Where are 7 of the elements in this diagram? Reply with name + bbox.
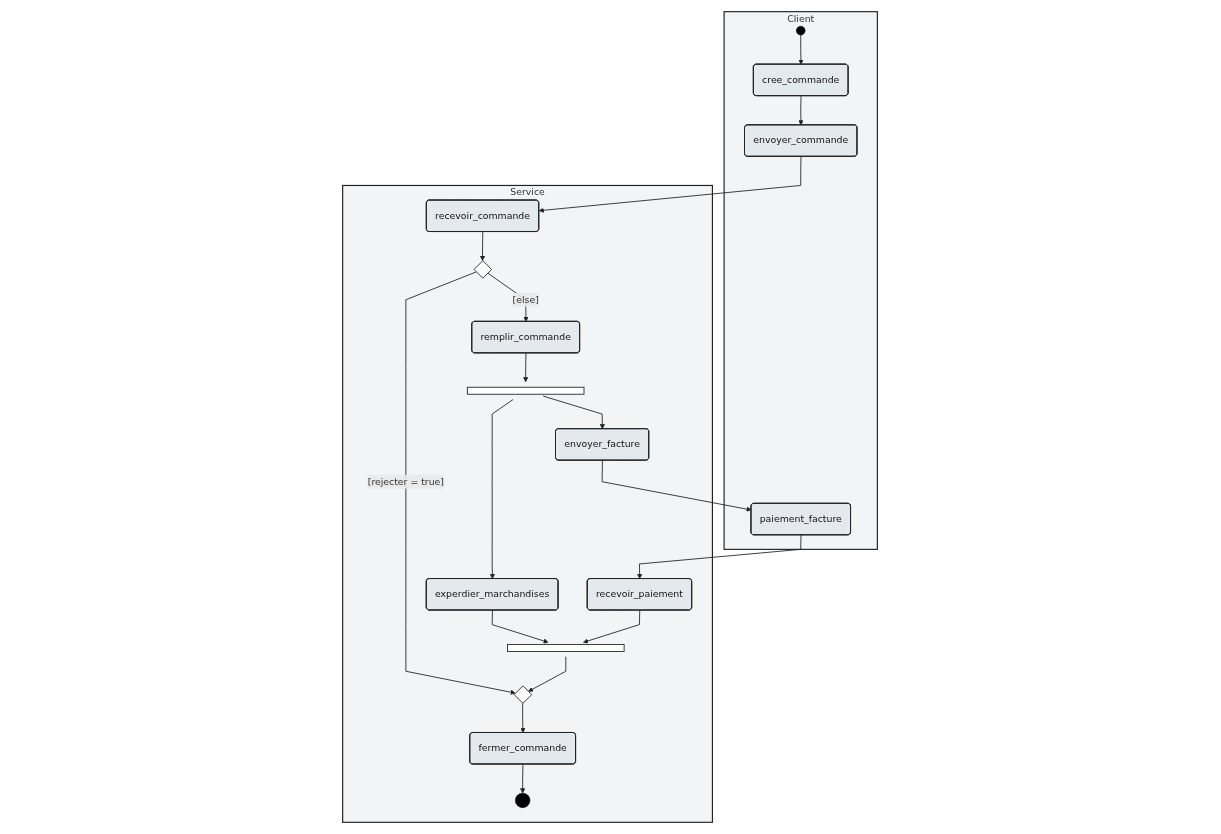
node-diamond <box>474 260 493 279</box>
node-bar <box>467 386 585 395</box>
node-diamond <box>514 685 533 704</box>
node-circle <box>796 25 806 36</box>
edge-label: [rejecter = true] <box>368 475 445 487</box>
edge-label: [else] <box>513 293 540 306</box>
node-bar <box>507 644 626 652</box>
